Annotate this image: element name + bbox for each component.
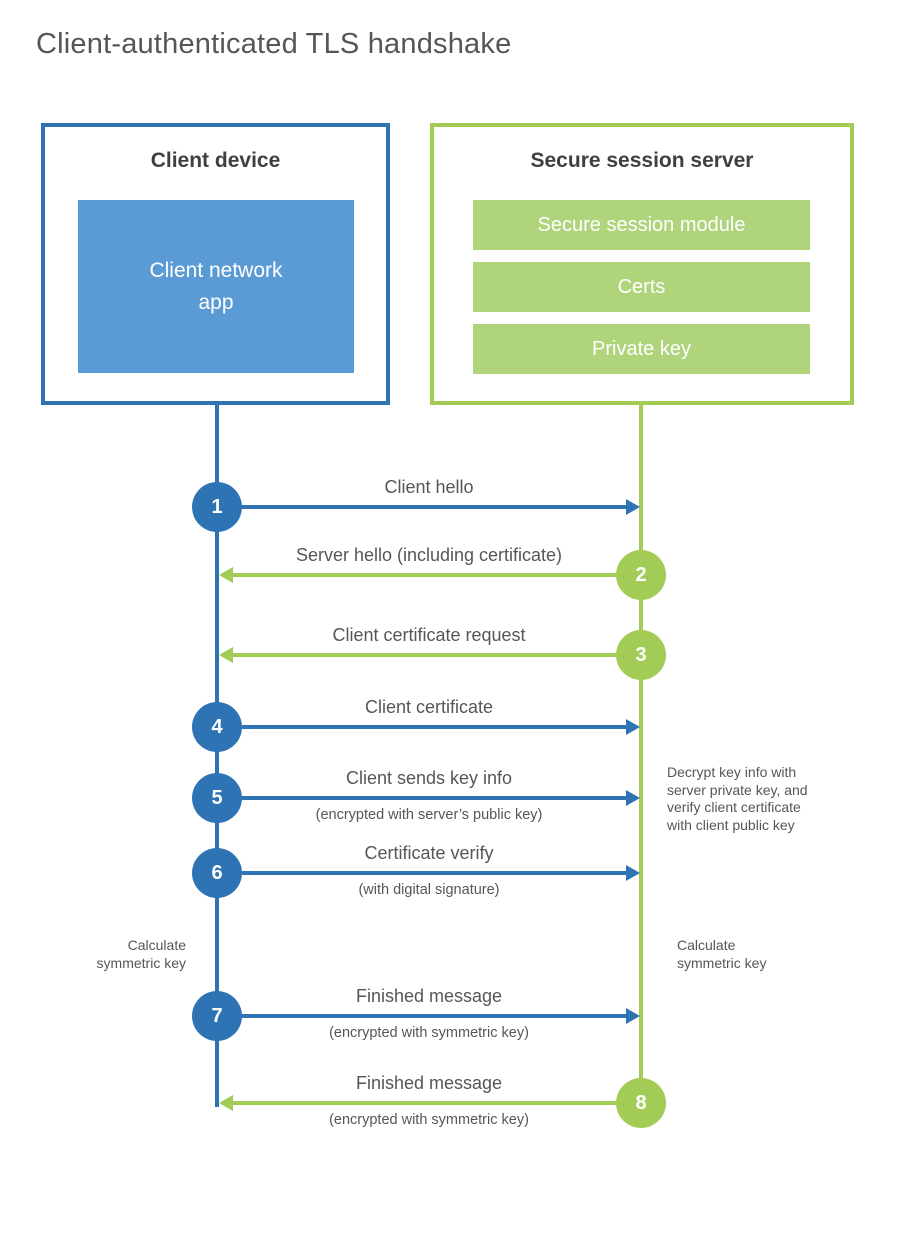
message-5-label: Client sends key info: [345, 768, 513, 788]
arrow-4-line: [242, 725, 626, 729]
step-7-badge: 7: [192, 991, 242, 1041]
page-title: Client-authenticated TLS handshake: [36, 28, 512, 60]
arrow-3-head-icon: [219, 647, 233, 663]
message-7-sublabel: (encrypted with symmetric key): [329, 1025, 529, 1041]
step-8-badge: 8: [616, 1078, 666, 1128]
message-5-sublabel: (encrypted with server’s public key): [315, 807, 543, 823]
message-7-label: Finished message: [355, 986, 503, 1006]
server-calculate-note: Calculate symmetric key: [677, 937, 767, 971]
secure-session-server-title: Secure session server: [530, 149, 754, 172]
secure-session-module-bar: Secure session module: [473, 200, 810, 250]
message-3-label: Client certificate request: [332, 625, 526, 645]
client-device-title: Client device: [150, 149, 281, 172]
secure-session-server-box: Secure session server Secure session mod…: [430, 123, 854, 405]
arrow-5-line: [242, 796, 626, 800]
arrow-5-head-icon: [626, 790, 640, 806]
client-device-box: Client device Client network app: [41, 123, 390, 405]
step-4-badge: 4: [192, 702, 242, 752]
message-1-label: Client hello: [384, 477, 474, 497]
client-calculate-note: Calculate symmetric key: [96, 937, 186, 971]
step-2-badge: 2: [616, 550, 666, 600]
arrow-7-head-icon: [626, 1008, 640, 1024]
step-1-badge: 1: [192, 482, 242, 532]
step-6-badge: 6: [192, 848, 242, 898]
message-8-label: Finished message: [355, 1073, 503, 1093]
arrow-7-line: [242, 1014, 626, 1018]
certs-bar: Certs: [473, 262, 810, 312]
arrow-2-line: [233, 573, 616, 577]
step-3-badge: 3: [616, 630, 666, 680]
client-network-app-box: Client network app: [78, 200, 354, 373]
message-2-label: Server hello (including certificate): [295, 545, 563, 565]
arrow-6-head-icon: [626, 865, 640, 881]
arrow-6-line: [242, 871, 626, 875]
server-decrypt-note: Decrypt key info with server private key…: [667, 764, 808, 833]
arrow-8-head-icon: [219, 1095, 233, 1111]
server-lifeline: [639, 405, 643, 1105]
arrow-8-line: [233, 1101, 616, 1105]
arrow-4-head-icon: [626, 719, 640, 735]
message-4-label: Client certificate: [364, 697, 494, 717]
client-lifeline: [215, 405, 219, 1107]
step-5-badge: 5: [192, 773, 242, 823]
private-key-bar: Private key: [473, 324, 810, 374]
message-8-sublabel: (encrypted with symmetric key): [329, 1112, 529, 1128]
arrow-3-line: [233, 653, 616, 657]
arrow-2-head-icon: [219, 567, 233, 583]
message-6-sublabel: (with digital signature): [358, 882, 500, 898]
arrow-1-head-icon: [626, 499, 640, 515]
arrow-1-line: [242, 505, 626, 509]
message-6-label: Certificate verify: [364, 843, 494, 863]
